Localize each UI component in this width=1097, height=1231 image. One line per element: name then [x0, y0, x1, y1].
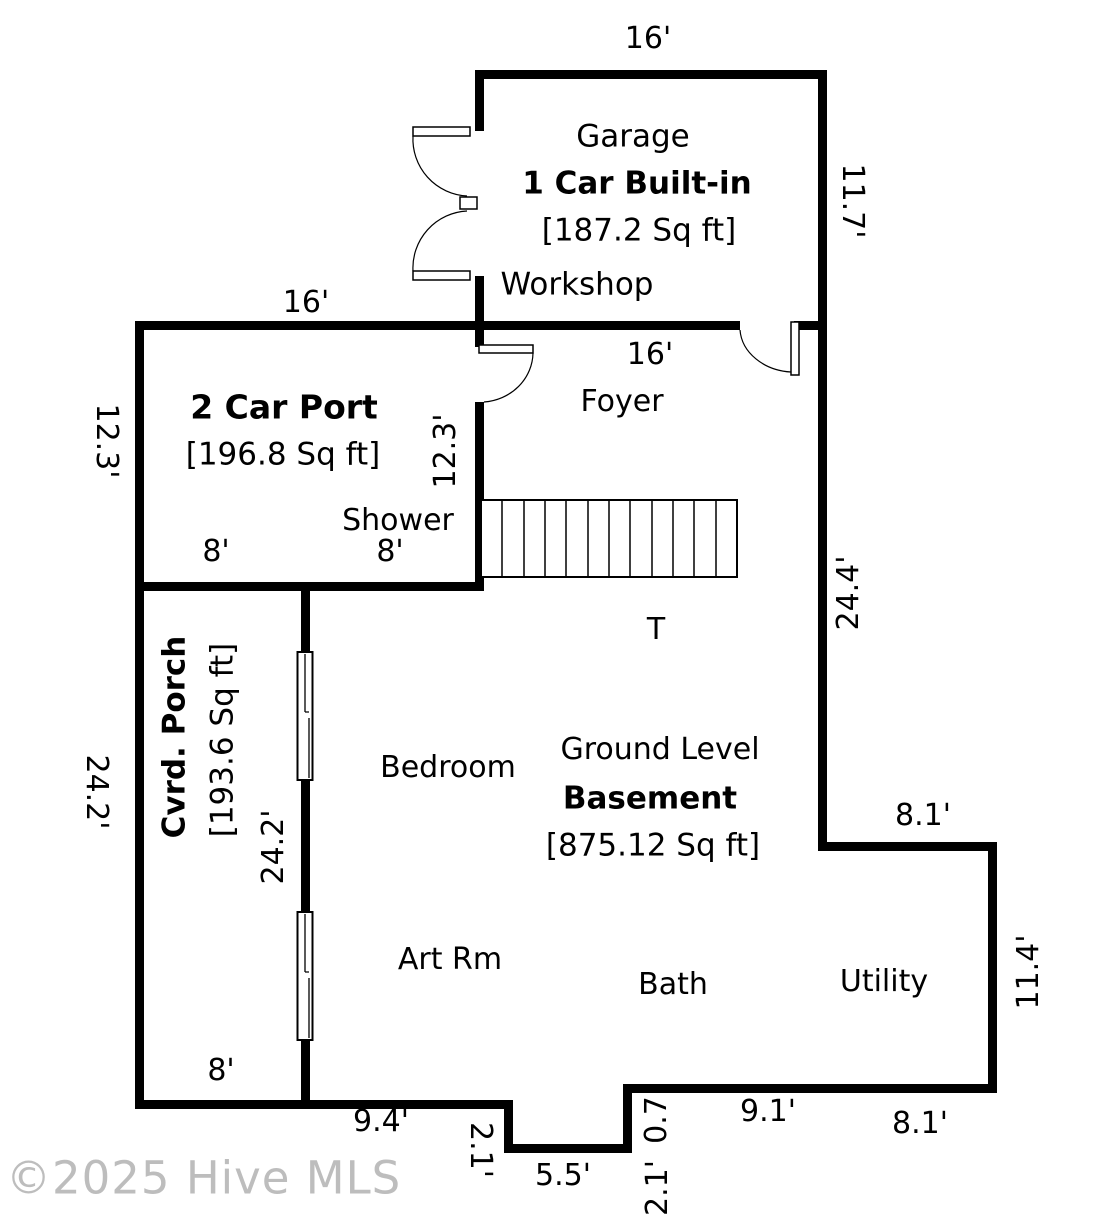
garage-room-label: Garage: [576, 118, 690, 155]
workshop-label: Workshop: [500, 266, 654, 303]
wall-porch-bottom: [135, 1100, 513, 1109]
basement-room-label: Basement: [562, 780, 738, 817]
door-swing-arc: [412, 210, 468, 272]
wall-carport-left: [135, 321, 144, 591]
wall-porch-divider-upper: [301, 591, 310, 652]
dim-step-upper-right: 8.1': [895, 798, 951, 833]
wall-notch-left: [504, 1100, 513, 1153]
dim-foyer-top: 16': [626, 337, 674, 372]
dim-notch-left: 2.1': [463, 1122, 498, 1178]
dim-carport-bottom-right: 8': [376, 534, 404, 569]
door-meeting-stop: [459, 196, 478, 210]
foyer-door-left: [478, 344, 534, 403]
dim-carport-inner: 12.3': [428, 413, 463, 489]
basement-area-label: [875.12 Sq ft]: [545, 827, 761, 864]
bedroom-room-label: Bedroom: [380, 750, 516, 785]
door-leaf: [478, 344, 534, 354]
wall-carport-right-upper: [475, 330, 484, 347]
window-sash: [304, 914, 310, 1038]
wall-bottom-right: [623, 1084, 997, 1093]
wall-garage-top: [475, 70, 827, 79]
wall-step-upper-right: [818, 842, 997, 851]
dim-porch-bottom: 8': [207, 1053, 235, 1088]
window-sash: [304, 654, 310, 778]
wall-right-lower: [988, 842, 997, 1093]
stairs-treads: [501, 501, 717, 576]
walls: [135, 70, 997, 1153]
dim-notch-right-small: 0.7: [639, 1096, 674, 1144]
door-leaf-top: [412, 126, 471, 137]
foyer-door-top: [739, 321, 800, 376]
dim-garage-right: 11.7': [835, 163, 870, 239]
dim-bottom-mid: 9.1': [740, 1094, 796, 1129]
door-swing-arc: [412, 135, 468, 197]
art-room-label: Art Rm: [397, 942, 503, 977]
dim-notch-bottom: 5.5': [535, 1158, 591, 1193]
wall-porch-divider-lower: [301, 1040, 310, 1100]
watermark: ©2025 Hive MLS: [6, 1151, 402, 1205]
wall-notch-bottom: [504, 1144, 632, 1153]
garage-type-label: 1 Car Built-in: [522, 165, 752, 202]
porch-area-label: [193.6 Sq ft]: [204, 642, 241, 838]
dim-porch-outer: 24.2': [79, 754, 114, 830]
dim-carport-bottom-left: 8': [202, 534, 230, 569]
dim-bottom-left: 9.4': [353, 1104, 409, 1139]
dim-right-lower: 11.4': [1011, 934, 1046, 1010]
door-leaf: [790, 321, 800, 376]
wall-garage-left-upper: [475, 70, 484, 131]
bath-room-label: Bath: [638, 967, 708, 1002]
stairs: [480, 499, 738, 578]
door-swing-arc: [483, 352, 534, 403]
door-swing-arc: [739, 329, 792, 373]
dim-porch-inner: 24.2': [256, 809, 291, 885]
carport-area-label: [196.8 Sq ft]: [185, 436, 381, 473]
utility-room-label: Utility: [839, 964, 929, 999]
stairs-marker-label: T: [646, 612, 666, 647]
wall-notch-right: [623, 1084, 632, 1153]
dim-garage-top: 16': [624, 21, 672, 56]
dim-right-upper: 24.4': [831, 555, 866, 631]
porch-room-label: Cvrd. Porch: [156, 635, 193, 839]
dim-carport-left: 12.3': [89, 403, 124, 479]
wall-carport-bottom: [135, 582, 484, 591]
wall-porch-left: [135, 582, 144, 1109]
basement-level-label: Ground Level: [560, 732, 760, 767]
dim-carport-top: 16': [282, 285, 330, 320]
dim-bottom-right: 8.1': [892, 1106, 948, 1141]
garage-double-door: [412, 126, 478, 281]
carport-room-label: 2 Car Port: [190, 387, 378, 427]
door-leaf-bottom: [412, 270, 471, 281]
window-lower: [296, 911, 314, 1041]
shower-label: Shower: [342, 503, 454, 538]
window-upper: [296, 651, 314, 781]
wall-right-upper: [818, 70, 827, 851]
wall-carport-right-lower: [475, 402, 484, 591]
wall-mid-horizontal-right: [794, 321, 827, 330]
foyer-room-label: Foyer: [580, 384, 664, 419]
dim-notch-right: 2.1': [640, 1160, 675, 1216]
wall-porch-divider-mid: [301, 780, 310, 912]
wall-garage-left-lower: [475, 276, 484, 330]
garage-area-label: [187.2 Sq ft]: [541, 212, 737, 249]
wall-mid-horizontal: [135, 321, 740, 330]
